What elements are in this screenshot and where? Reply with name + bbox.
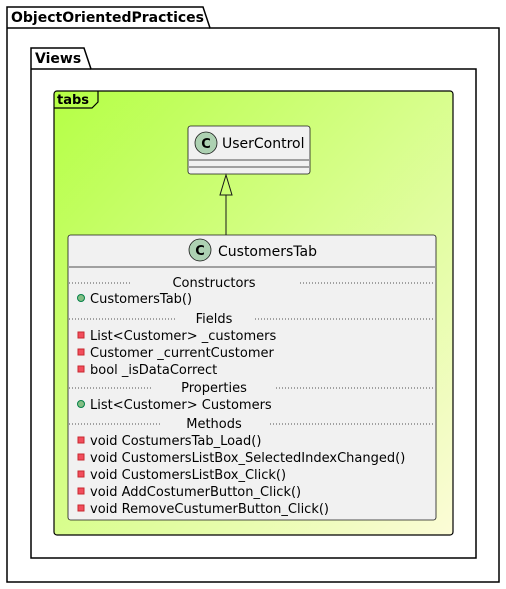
public-visibility-icon [77,294,85,302]
member-text: List<Customer> Customers [90,398,272,413]
class-stereotype-circle [194,131,218,155]
member-text: void AddCostumerButton_Click() [90,485,301,500]
package-label-views: Views [35,51,81,67]
section-title: Constructors [172,276,255,291]
class-customers-tab[interactable]: C CustomersTab Constructors CustomersTab… [67,234,437,521]
member-text: CustomersTab() [90,292,192,307]
section-title: Fields [196,312,233,327]
member-text: void CostumersTab_Load() [90,434,261,449]
member-text: List<Customer> _customers [90,329,277,344]
generalization-arrow [219,173,233,235]
private-visibility-icon [77,436,85,444]
private-visibility-icon [77,348,85,356]
section-title: Properties [181,381,247,396]
private-visibility-icon [77,487,85,495]
class-name-user-control: UserControl [222,136,305,152]
frame-label-tabs: tabs [57,93,89,108]
private-visibility-icon [77,504,85,512]
package-label-outer: ObjectOrientedPractices [11,10,204,26]
private-visibility-icon [77,365,85,373]
private-visibility-icon [77,453,85,461]
section-constructors: Constructors CustomersTab() [69,275,435,307]
public-visibility-icon [77,400,85,408]
member-text: void CustomersListBox_SelectedIndexChang… [90,451,405,466]
class-stereotype-letter: C [201,137,211,152]
package-object-oriented-practices: ObjectOrientedPractices [6,6,500,583]
member-text: void CustomersListBox_Click() [90,468,286,483]
private-visibility-icon [77,331,85,339]
class-user-control[interactable]: C UserControl [187,125,311,175]
section-properties: Properties List<Customer> Customers [69,380,435,413]
private-visibility-icon [77,470,85,478]
class-stereotype-circle [188,238,212,262]
class-stereotype-letter: C [195,244,205,259]
package-views: Views [30,47,477,559]
section-methods: Methods void CostumersTab_Load() void Cu… [69,416,435,517]
member-text: bool _isDataCorrect [90,363,217,378]
member-text: Customer _currentCustomer [90,346,274,361]
section-title: Methods [186,417,242,432]
member-text: void RemoveCustumerButton_Click() [90,502,329,517]
generalization-arrowhead [219,173,233,196]
class-name-customers-tab: CustomersTab [218,244,317,260]
section-fields: Fields List<Customer> _customers Custome… [69,311,435,378]
